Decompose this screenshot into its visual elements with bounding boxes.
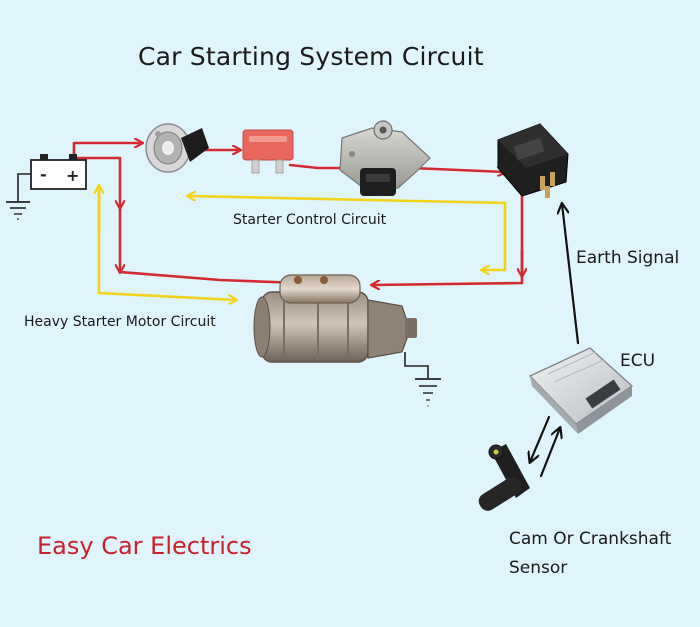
ecu-icon bbox=[528, 347, 634, 434]
sensor-label-line2: Sensor bbox=[509, 558, 568, 578]
control-wires bbox=[99, 186, 507, 300]
power-wires bbox=[72, 143, 522, 285]
fuse-icon bbox=[242, 129, 294, 174]
ecu-label: ECU bbox=[620, 351, 656, 371]
brand-logo-text: Easy Car Electrics bbox=[37, 532, 252, 560]
crankshaft-sensor-icon bbox=[478, 444, 530, 511]
sensor-label: Cam Or Crankshaft Sensor bbox=[509, 525, 671, 583]
battery-positive-label: + bbox=[66, 166, 79, 185]
relay-icon bbox=[497, 123, 569, 198]
heavy-starter-label: Heavy Starter Motor Circuit bbox=[24, 314, 216, 330]
earth-signal-label: Earth Signal bbox=[576, 248, 680, 268]
sensor-label-line1: Cam Or Crankshaft bbox=[509, 529, 672, 549]
ignition-switch-icon bbox=[145, 123, 209, 173]
starter-control-label: Starter Control Circuit bbox=[233, 212, 387, 228]
diagram-title: Car Starting System Circuit bbox=[138, 42, 484, 71]
battery-negative-label: - bbox=[40, 165, 47, 184]
starter-motor-icon bbox=[253, 274, 441, 407]
signal-arrows bbox=[530, 204, 580, 478]
inhibitor-switch-icon bbox=[339, 120, 431, 196]
battery bbox=[6, 154, 87, 220]
